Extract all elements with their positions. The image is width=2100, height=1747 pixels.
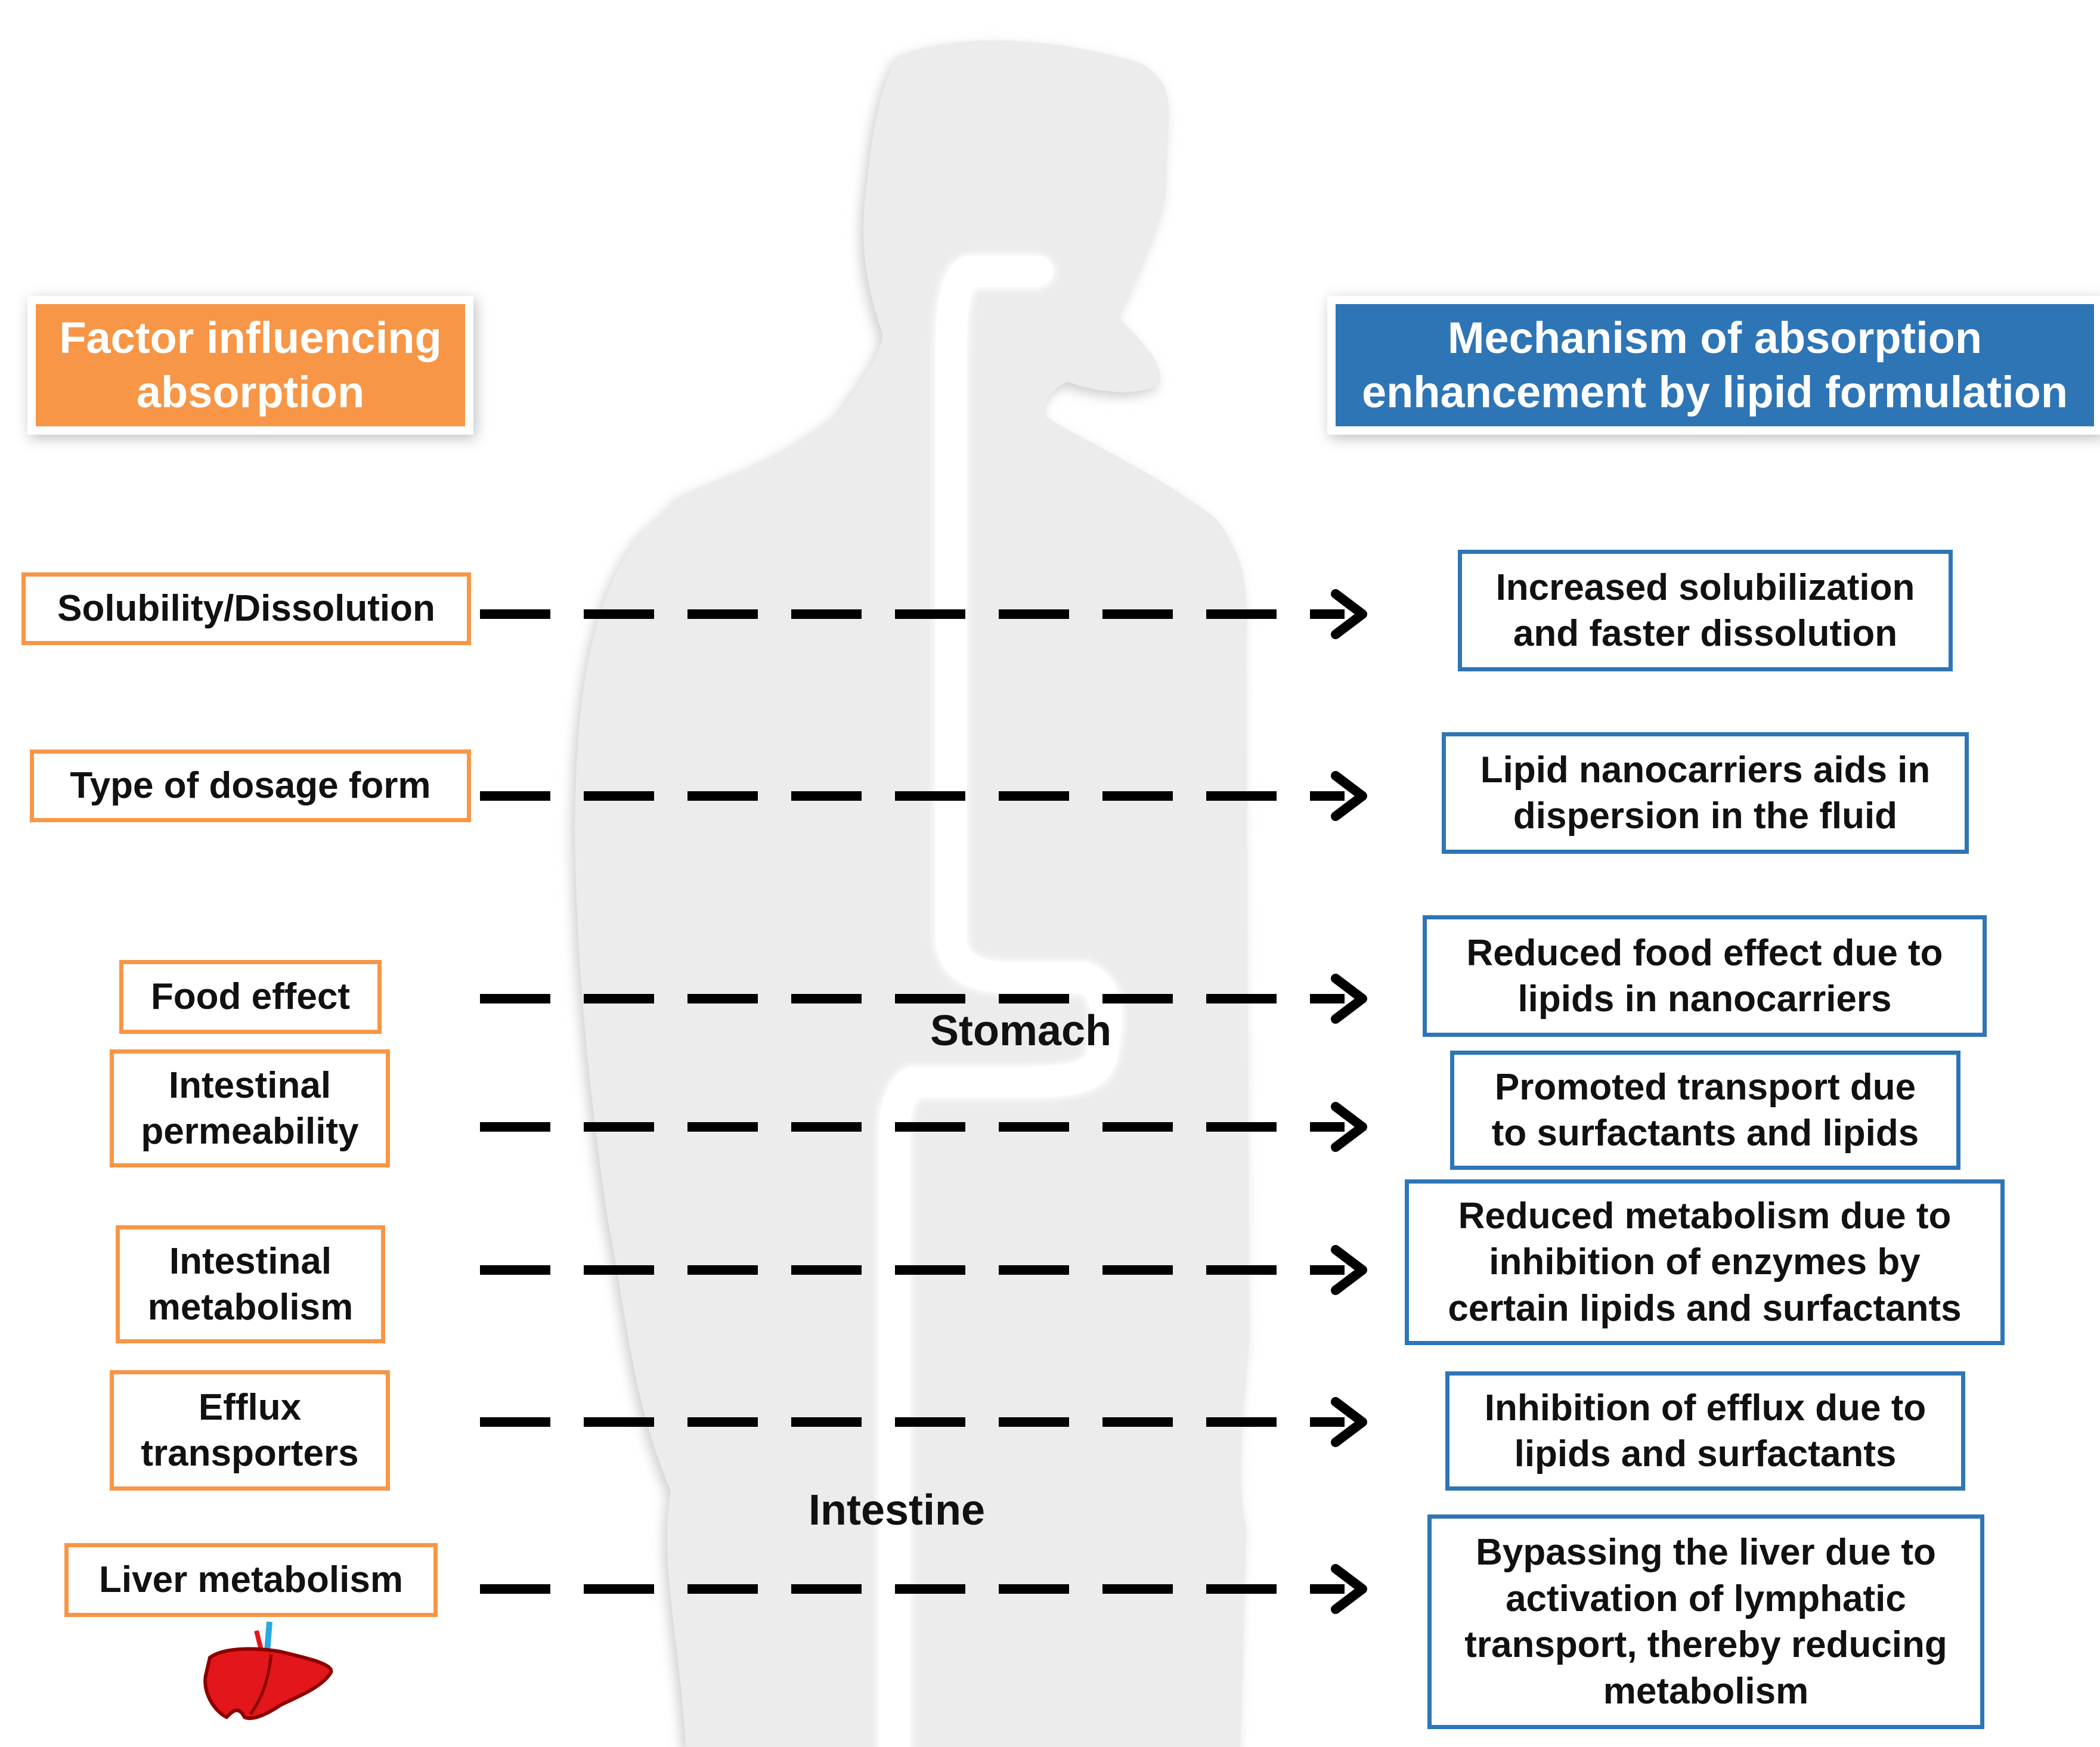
- factor-box-food-effect: Food effect: [119, 960, 382, 1034]
- factor-header: Factor influencing absorption: [36, 304, 465, 426]
- mechanism-box-enzyme-inhibition: Reduced metabolism due to inhibition of …: [1405, 1179, 2005, 1345]
- arrow-head-icon: [1331, 1245, 1367, 1295]
- human-silhouette: [571, 40, 1249, 1747]
- mechanism-box-lymphatic: Bypassing the liver due to activation of…: [1427, 1514, 1984, 1729]
- arrow-head-icon: [1331, 771, 1367, 821]
- factor-box-solubility: Solubility/Dissolution: [21, 572, 471, 645]
- factor-box-liver-metabolism: Liver metabolism: [64, 1543, 438, 1617]
- factor-box-efflux-transporters: Efflux transporters: [110, 1370, 390, 1491]
- mechanism-box-food-effect: Reduced food effect due to lipids in nan…: [1423, 915, 1987, 1037]
- factor-box-intestinal-permeability: Intestinal permeability: [110, 1049, 390, 1167]
- arrow-group: [480, 589, 1367, 1614]
- factor-box-dosage-form: Type of dosage form: [30, 749, 471, 822]
- stomach-label: Stomach: [930, 1007, 1112, 1055]
- mechanism-box-transport: Promoted transport due to surfactants an…: [1450, 1051, 1960, 1170]
- arrow-head-icon: [1331, 1564, 1367, 1614]
- factor-box-intestinal-metabolism: Intestinal metabolism: [116, 1225, 385, 1343]
- mechanism-box-solubilization: Increased solubilization and faster diss…: [1458, 550, 1953, 671]
- mechanism-header: Mechanism of absorption enhancement by l…: [1336, 304, 2094, 426]
- arrow-head-icon: [1331, 1102, 1367, 1152]
- arrow-head-icon: [1331, 1397, 1367, 1447]
- mechanism-box-efflux-inhibition: Inhibition of efflux due to lipids and s…: [1445, 1371, 1965, 1491]
- intestine-label: Intestine: [809, 1486, 986, 1534]
- arrow-head-icon: [1331, 974, 1367, 1024]
- liver-icon: [203, 1621, 333, 1720]
- mechanism-box-dispersion: Lipid nanocarriers aids in dispersion in…: [1442, 732, 1969, 854]
- arrow-head-icon: [1331, 589, 1367, 639]
